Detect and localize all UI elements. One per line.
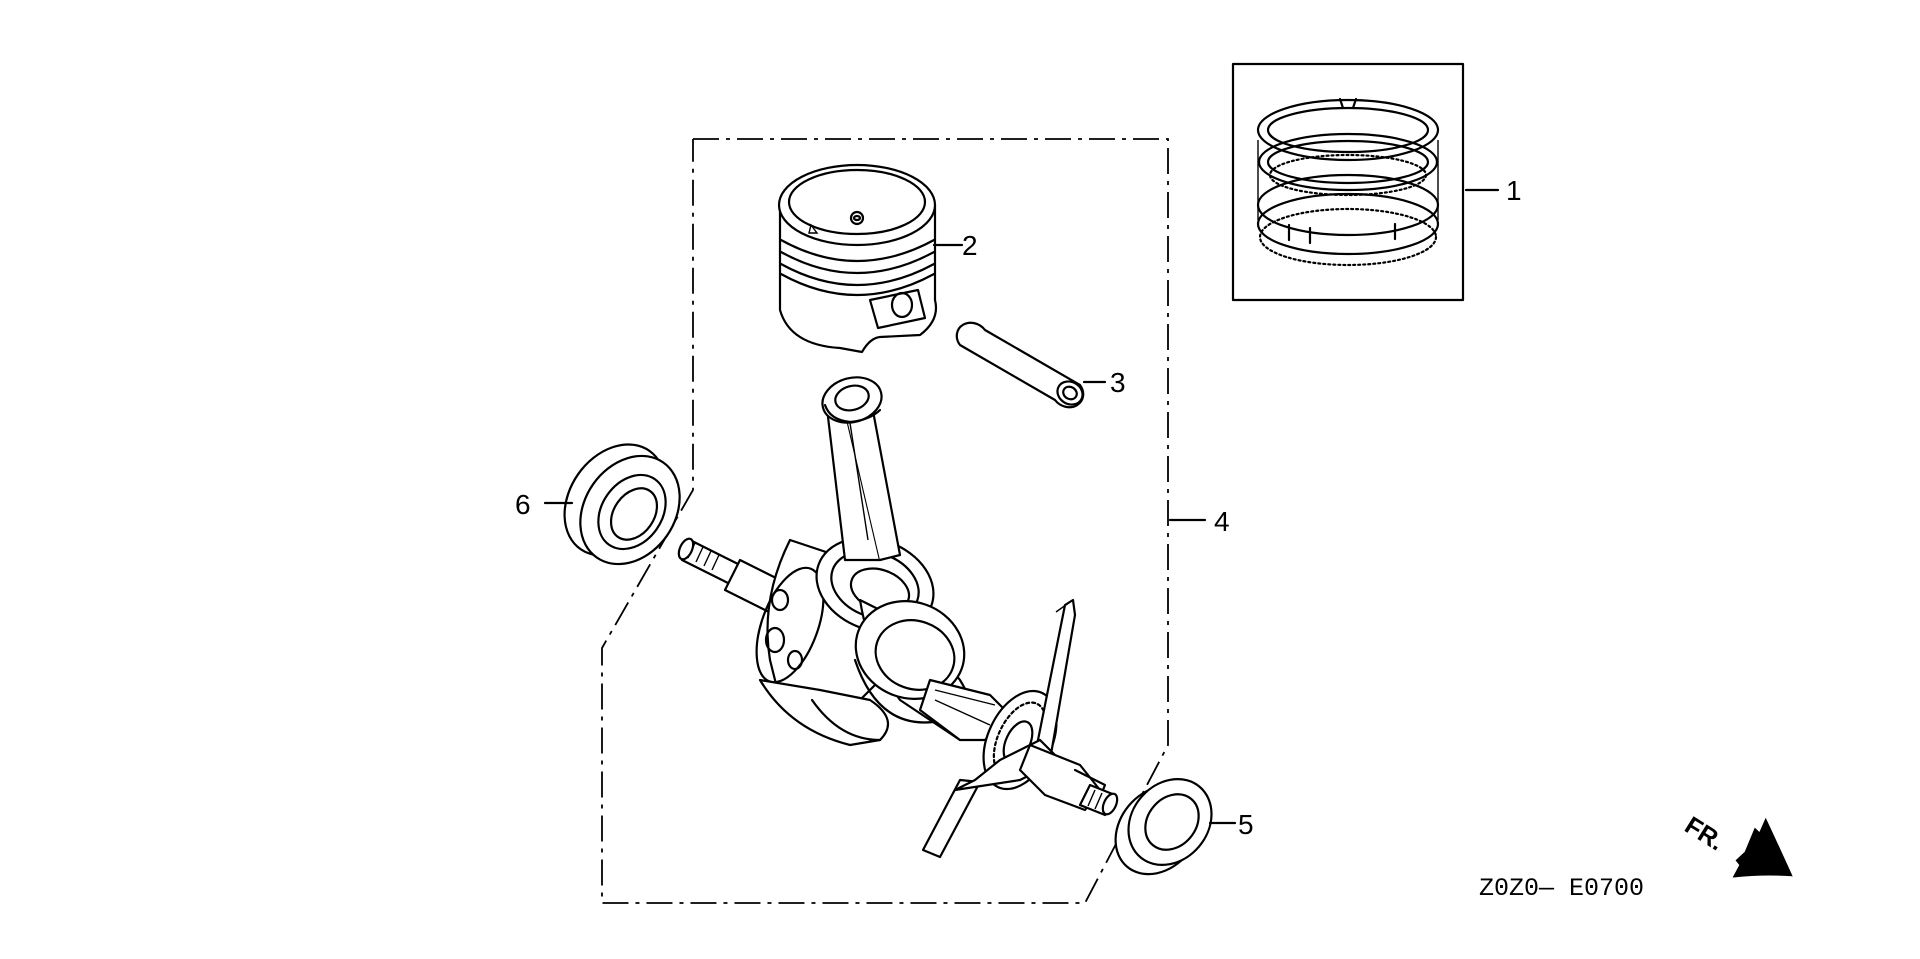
piston: 2 [777,163,978,354]
callout-5: 5 [1238,809,1254,840]
diagram-code: Z0Z0— E0700 [1479,874,1644,903]
crankshaft-assembly [677,376,1119,859]
callout-6: 6 [515,489,531,520]
ring-set-frame [1231,62,1465,302]
crankshaft-kit-boundary [601,138,1169,904]
callout-4: 4 [1214,506,1230,537]
front-direction-indicator: FR. [1680,811,1793,878]
arrow-right-down-icon [1732,817,1793,878]
oil-seal-right: 5 [1114,778,1254,876]
piston-ring-set: 1 [1231,62,1522,302]
callout-3: 3 [1110,367,1126,398]
callout-1: 1 [1506,175,1522,206]
piston-pin: 3 [955,321,1126,409]
direction-label: FR. [1680,811,1729,856]
oil-seal-left: 6 [515,443,681,566]
callout-2: 2 [962,230,978,261]
